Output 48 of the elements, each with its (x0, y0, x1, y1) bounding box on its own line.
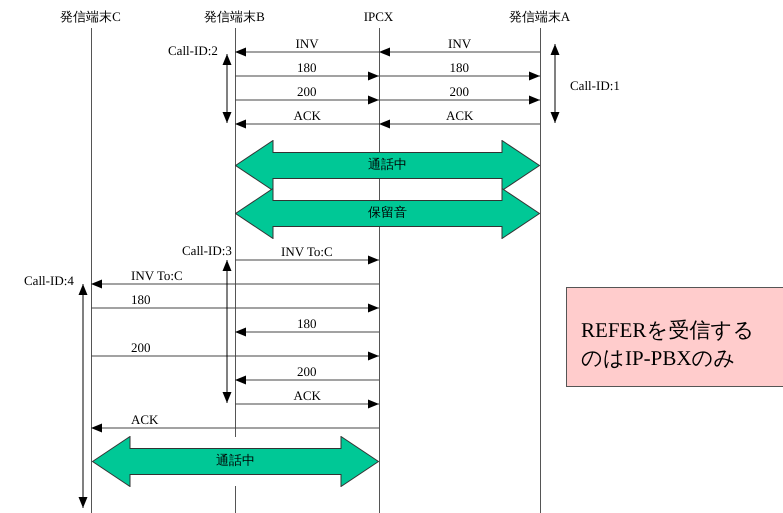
arrow (234, 256, 380, 264)
arrow (90, 280, 380, 288)
double-arrow-band (235, 140, 540, 190)
edge-label: 200 (297, 85, 316, 99)
arrow (90, 304, 380, 312)
call-id-label: Call-ID:1 (570, 79, 620, 93)
edge-label: INV To:C (131, 269, 183, 283)
call-id-label: Call-ID:4 (24, 274, 74, 288)
lifeline-label: 発信端末C (59, 9, 122, 25)
lifeline-label: IPCX (362, 9, 394, 25)
call-id-label: Call-ID:3 (182, 244, 232, 258)
lifeline-label: 発信端末A (508, 9, 572, 25)
arrow (90, 352, 380, 360)
band-label: 保留音 (368, 206, 407, 220)
arrow (234, 48, 380, 56)
arrow (234, 400, 380, 408)
double-arrow-band (92, 436, 379, 486)
edge-label: 180 (297, 61, 316, 75)
edge-label: ACK (294, 389, 321, 403)
note-text: REFERを受信するのはIP-PBXのみ (581, 317, 756, 372)
edge-label: 180 (131, 293, 150, 307)
arrow (378, 48, 540, 56)
arrow (378, 120, 540, 128)
arrow (378, 96, 540, 104)
edge-label: 180 (297, 317, 316, 331)
arrow (378, 72, 540, 80)
edge-label: 180 (450, 61, 469, 75)
band-label: 通話中 (216, 454, 255, 468)
arrow (234, 376, 380, 384)
band-label: 通話中 (368, 158, 407, 172)
arrow (234, 96, 380, 104)
arrow (90, 424, 380, 432)
edge-label: ACK (446, 109, 474, 123)
edge-label: ACK (294, 109, 321, 123)
edge-label: 200 (450, 85, 469, 99)
edge-label: 200 (131, 341, 150, 355)
arrow (234, 328, 380, 336)
lifeline-label: 発信端末B (203, 9, 266, 25)
call-id-label: Call-ID:2 (168, 44, 218, 58)
edge-label: INV (296, 37, 319, 51)
edge-label: 200 (297, 365, 316, 379)
note-box (566, 287, 783, 387)
double-arrow-band (235, 188, 540, 238)
arrow (234, 72, 380, 80)
arrow (234, 120, 380, 128)
edge-label: INV (448, 37, 472, 51)
edge-label: ACK (131, 413, 158, 427)
edge-label: INV To:C (281, 245, 333, 259)
